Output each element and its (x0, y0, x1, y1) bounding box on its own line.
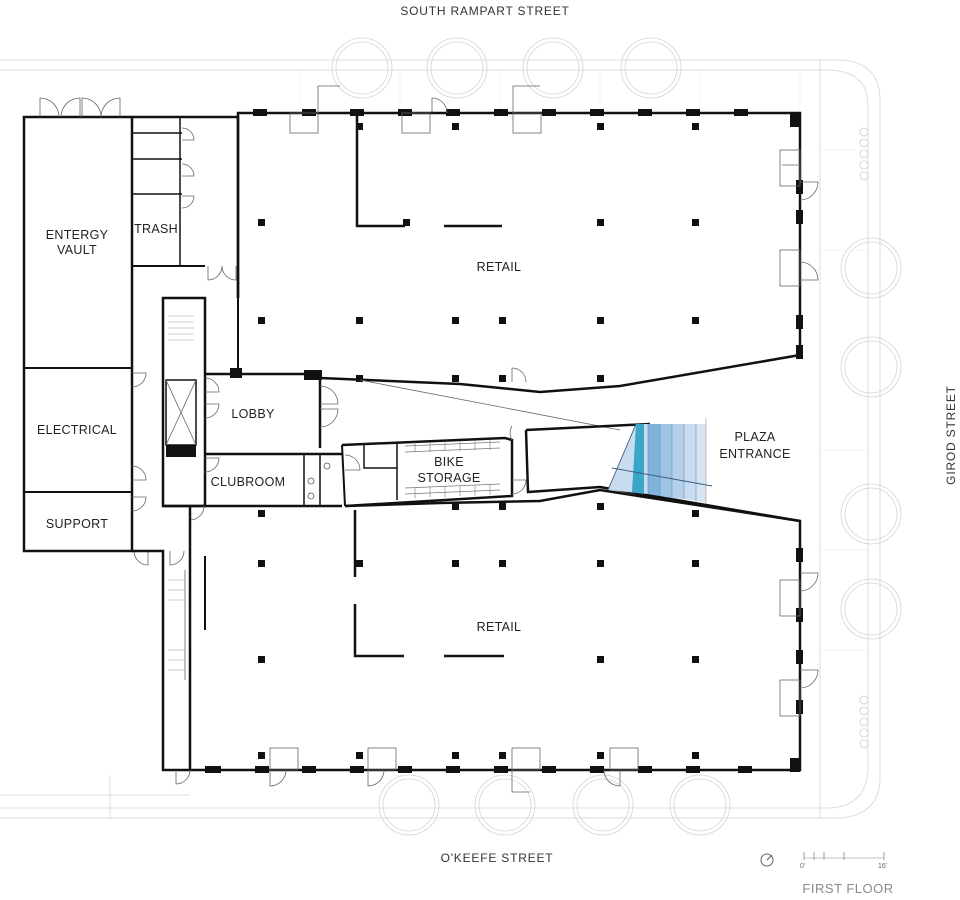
scale-bar: 0' 16' (800, 852, 887, 870)
room-label-entergy-vault-line1: ENTERGY (46, 228, 109, 242)
room-label-bike-storage-line2: STORAGE (418, 471, 481, 485)
retail-north-walls (236, 85, 819, 394)
room-label-bike-storage-line1: BIKE (434, 455, 464, 469)
room-label-plaza-entrance-line1: PLAZA (734, 430, 775, 444)
sheet-title: FIRST FLOOR (802, 881, 893, 896)
street-label-east: GIROD STREET (944, 385, 958, 485)
room-label-plaza-entrance-line2: ENTRANCE (719, 447, 790, 461)
street-label-north: SOUTH RAMPART STREET (400, 4, 569, 18)
room-label-electrical: ELECTRICAL (37, 423, 117, 437)
room-label-lobby: LOBBY (231, 407, 275, 421)
north-arrow-icon (760, 853, 774, 867)
plaza-passage (341, 379, 801, 523)
retail-south-walls (175, 488, 819, 793)
room-label-clubroom: CLUBROOM (211, 475, 286, 489)
room-label-support: SUPPORT (46, 517, 108, 531)
site-context (0, 37, 902, 836)
scale-end-label: 16' (878, 863, 887, 870)
room-label-entergy-vault-line2: VAULT (57, 243, 97, 257)
service-block (22, 97, 342, 772)
room-label-trash: TRASH (134, 222, 178, 236)
scale-start-label: 0' (800, 863, 805, 870)
room-label-retail-south: RETAIL (477, 620, 522, 634)
street-label-south: O'KEEFE STREET (441, 851, 554, 865)
room-label-retail-north: RETAIL (477, 260, 522, 274)
